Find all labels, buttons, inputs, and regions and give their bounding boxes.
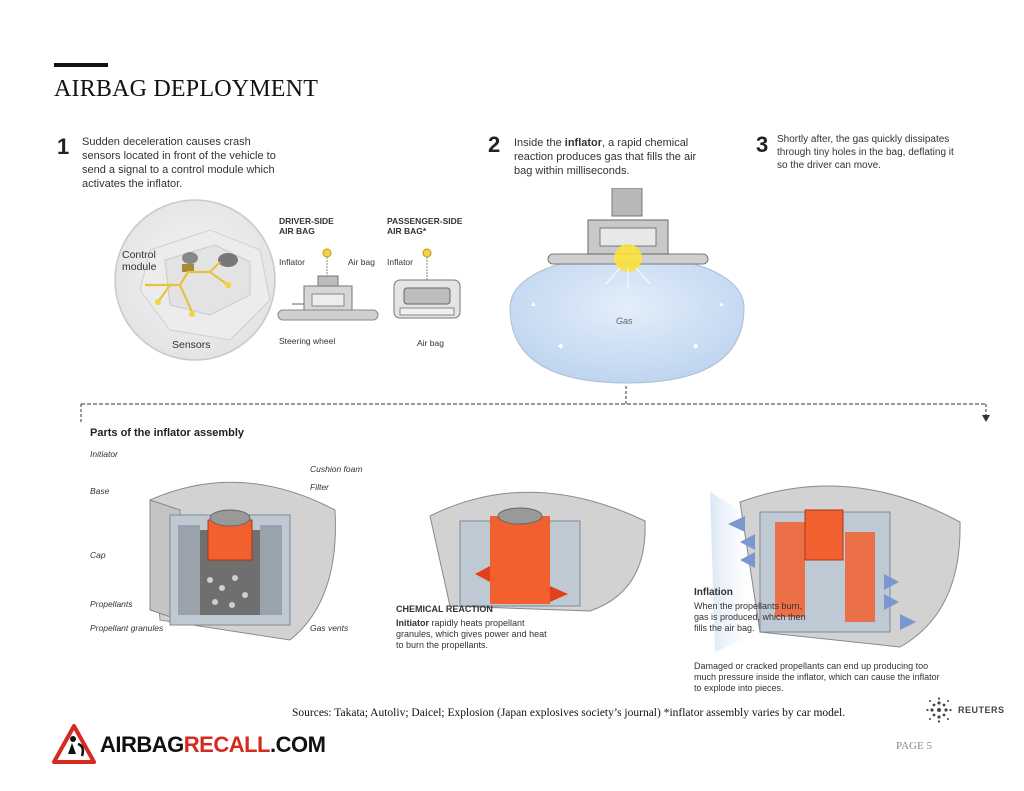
page-title: AIRBAG DEPLOYMENT <box>54 76 319 102</box>
air-bag-label-left: Air bag <box>348 257 375 267</box>
logo-wordmark: AIRBAGRECALL.COM <box>100 732 326 757</box>
propellants-label: Propellants <box>90 599 133 609</box>
inflator-assembly-heading: Parts of the inflator assembly <box>90 427 245 439</box>
step-2-text: Inside the inflator, a rapid chemical re… <box>514 137 697 177</box>
propellant-granules-label: Propellant granules <box>90 623 164 633</box>
dashed-bracket <box>80 386 990 422</box>
inflator-cross-section-inflation <box>710 485 961 652</box>
reuters-logo-icon <box>926 697 952 723</box>
inflator-cross-section-reaction <box>429 491 646 612</box>
gas-label: Gas <box>616 316 633 326</box>
page-number: PAGE 5 <box>896 740 932 752</box>
title-rule <box>54 63 108 67</box>
car-sensor-illustration <box>114 199 276 361</box>
svg-text:▲: ▲ <box>718 301 725 308</box>
inflator-cross-section-parts <box>149 481 336 641</box>
base-label: Base <box>90 486 110 496</box>
inflation-title: Inflation <box>694 587 733 598</box>
step-3-text: Shortly after, the gas quickly dissipate… <box>777 134 954 171</box>
airbag-housing-diagrams <box>277 248 461 321</box>
reuters-label: REUTERS <box>958 705 1005 715</box>
initiator-label: Initiator <box>90 449 118 459</box>
svg-text:◆: ◆ <box>693 343 699 350</box>
gas-bag-illustration: ▲ ▲ ◆ ◆ <box>509 188 745 384</box>
inflator-label-left: Inflator <box>279 257 305 267</box>
svg-text:▲: ▲ <box>530 301 537 308</box>
cap-label: Cap <box>90 550 106 560</box>
inflation-text: When the propellants burn, gas is produc… <box>694 601 806 633</box>
chemical-reaction-title: CHEMICAL REACTION <box>396 604 493 614</box>
gas-vents-label: Gas vents <box>310 623 349 633</box>
airbagrecall-logo: AIRBAGRECALL.COM <box>52 724 326 766</box>
steering-wheel-label: Steering wheel <box>279 336 336 346</box>
filter-label: Filter <box>310 482 329 492</box>
air-bag-label-bottom: Air bag <box>417 338 444 348</box>
step-2-number: 2 <box>488 132 501 157</box>
step-3-number: 3 <box>756 132 769 157</box>
chemical-reaction-text: Initiator rapidly heats propellant granu… <box>396 618 547 650</box>
svg-text:◆: ◆ <box>558 343 564 350</box>
inflator-label-right: Inflator <box>387 257 413 267</box>
sources-note: Sources: Takata; Autoliv; Daicel; Explos… <box>292 707 846 719</box>
step-1-number: 1 <box>57 134 70 159</box>
cushion-foam-label: Cushion foam <box>310 464 363 474</box>
sensors-label: Sensors <box>172 339 211 351</box>
damaged-propellants-note: Damaged or cracked propellants can end u… <box>694 661 940 693</box>
warning-triangle-icon <box>52 724 96 764</box>
